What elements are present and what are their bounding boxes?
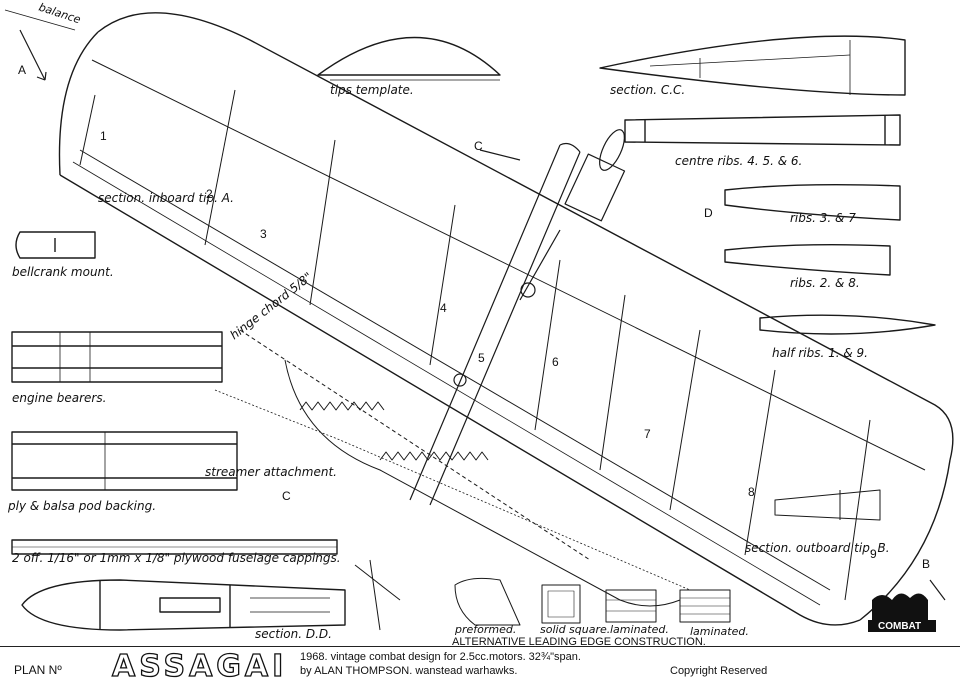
- footer-rule: [0, 646, 960, 647]
- ply-balsa-backing-drawing: [11, 431, 238, 491]
- rib-number-9: 9: [870, 547, 877, 561]
- bellcrank-mount-label: bellcrank mount.: [12, 265, 114, 279]
- plan-no: PLAN Nº: [14, 663, 62, 677]
- marker-d: D: [704, 206, 713, 220]
- rib-number-1: 1: [100, 129, 107, 143]
- ribs-37-label: ribs. 3. & 7: [790, 211, 856, 225]
- plan-description: 1968. vintage combat design for 2.5cc.mo…: [300, 651, 581, 663]
- section-cc-label: section. C.C.: [610, 83, 686, 97]
- engine-bearers-drawing: [11, 331, 223, 383]
- section-outboard-drawing: [774, 489, 881, 521]
- ribs-28-label: ribs. 2. & 8.: [790, 276, 860, 290]
- alt-leading-edge-drawings: [454, 577, 731, 626]
- marker-b: B: [922, 557, 931, 571]
- section-inboard-label: section. inboard tip. A.: [98, 191, 234, 205]
- rib-number-3: 3: [260, 227, 267, 241]
- rib-number-2: 2: [206, 187, 213, 201]
- streamer-label: streamer attachment.: [205, 465, 337, 479]
- section-cc-drawing: [599, 35, 906, 96]
- combat-logo: [868, 593, 936, 632]
- marker-c-2: C: [282, 489, 291, 503]
- marker-a: A: [18, 63, 27, 77]
- solid-square-label: solid square.: [540, 623, 611, 636]
- bellcrank-mount-drawing: [15, 231, 96, 259]
- half-ribs-label: half ribs. 1. & 9.: [772, 346, 868, 360]
- flap-region: [239, 329, 681, 607]
- copyright: Copyright Reserved: [670, 665, 768, 677]
- rib-number-6: 6: [552, 355, 559, 369]
- section-dd-label: section. D.D.: [255, 627, 332, 641]
- centre-ribs-drawing: [624, 114, 901, 146]
- alt-leading-edge-label: ALTERNATIVE LEADING EDGE CONSTRUCTION.: [452, 636, 706, 648]
- tips-template-label: tips template.: [330, 83, 414, 97]
- rib-number-4: 4: [440, 301, 447, 315]
- combat-logo-text: COMBAT: [878, 621, 922, 632]
- ply-balsa-label: ply & balsa pod backing.: [8, 499, 157, 513]
- marker-c: C: [474, 139, 483, 153]
- laminated-label-2: laminated.: [690, 625, 749, 638]
- section-dd-drawing: [21, 579, 346, 631]
- fuselage-cappings-label: 2 off. 1/16" or 1mm x 1/8" plywood fusel…: [12, 551, 341, 565]
- centre-ribs-label: centre ribs. 4. 5. & 6.: [675, 154, 803, 168]
- laminated-label-1: laminated.: [610, 623, 669, 636]
- rib-number-8: 8: [748, 485, 755, 499]
- section-outboard-label: section. outboard tip. B.: [745, 541, 890, 555]
- preformed-label: preformed.: [455, 623, 517, 636]
- plan-name: ASSAGAI: [111, 649, 288, 684]
- engine-bearers-label: engine bearers.: [12, 391, 107, 405]
- wing-ribs: [79, 89, 871, 601]
- fuselage-pod: [409, 129, 626, 506]
- tips-template-drawing: [317, 36, 501, 81]
- rib-number-5: 5: [478, 351, 485, 365]
- rib-number-7: 7: [644, 427, 651, 441]
- wing-outline: [58, 12, 954, 626]
- fuselage-cappings-drawing: [11, 539, 338, 555]
- section-arrows: [19, 29, 946, 601]
- rib-profiles: [724, 183, 936, 335]
- plan-author: by ALAN THOMPSON. wanstead warhawks.: [300, 665, 518, 677]
